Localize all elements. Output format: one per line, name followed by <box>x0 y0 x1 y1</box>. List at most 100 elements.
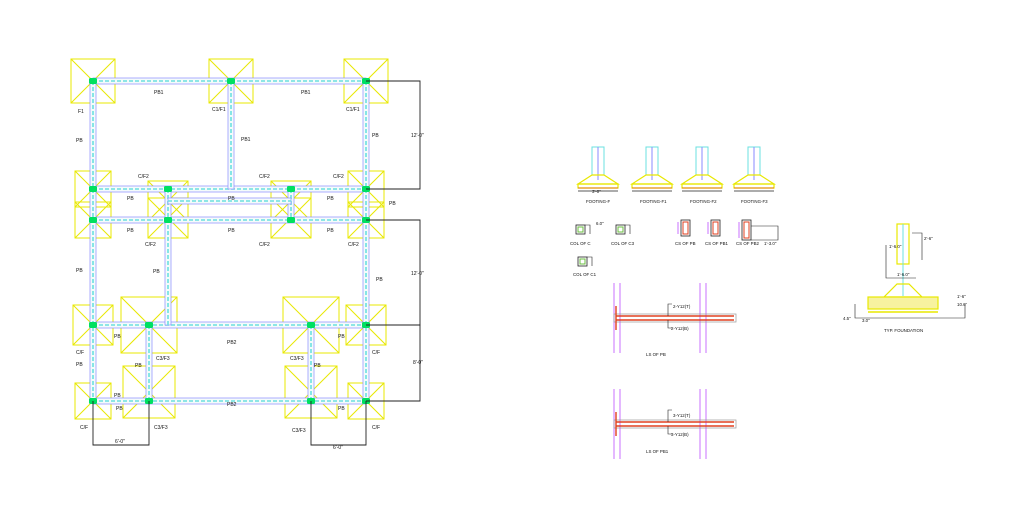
column-marker <box>89 78 97 84</box>
dimension-label: 12'-0" <box>411 271 424 277</box>
col-section-outer <box>575 224 586 235</box>
typical-foundation: TYP. FOUNDATION 2'-6" 1'-6.0" 1'-6.0" 1'… <box>843 223 968 333</box>
ls-pb1-drawing <box>613 389 737 459</box>
typ-dim: 10.6" <box>957 302 968 307</box>
beam-label: PB2 <box>227 340 237 346</box>
beam-label: PB <box>338 406 345 412</box>
column-label: F1 <box>78 109 84 115</box>
footing-f1-title: FOOTING-F1 <box>640 199 667 204</box>
ls-leader <box>667 409 672 422</box>
col-c3-title: COL OF C3 <box>611 241 635 246</box>
ls-pb-title: LS OF PB <box>646 352 666 357</box>
column-marker <box>89 217 97 223</box>
typ-dim: 3.0" <box>862 318 870 323</box>
column-label: C/F <box>76 350 84 356</box>
beam-label: PB <box>116 406 123 412</box>
beam-label: PB <box>135 363 142 369</box>
ls-of-pb1: LS OF PB1 3-Y12(T) 3-Y12(B) <box>613 389 737 459</box>
cs-pb-title: CS OF PB <box>675 241 696 246</box>
typ-foundation-drawing <box>854 223 966 319</box>
column-marker <box>89 186 97 192</box>
typ-dim-line <box>885 245 916 279</box>
plan-dimensions <box>92 80 421 446</box>
ls-pb1-bottom-rebar: 3-Y12(B) <box>671 432 689 437</box>
beam-section-stirrup <box>743 221 750 239</box>
col-section-dim <box>625 224 631 234</box>
beam-label: PB <box>228 196 235 202</box>
footing-f3-title: FOOTING-F3 <box>741 199 768 204</box>
beam-label: PB1 <box>301 90 311 96</box>
dimension-label: 6'-0" <box>333 445 343 451</box>
dimension-label: 12'-0" <box>411 133 424 139</box>
column-marker <box>164 217 172 223</box>
column-label: C3/F3 <box>290 356 304 362</box>
beam-section-stirrup <box>682 221 689 235</box>
section-dim: 6.0" <box>596 221 604 226</box>
column-label: C/F2 <box>145 242 156 248</box>
beam-section-dim <box>751 225 779 241</box>
column-marker <box>164 186 172 192</box>
beam-label: PB <box>314 363 321 369</box>
beam-label: PB <box>327 228 334 234</box>
beam-label: PB2 <box>227 402 237 408</box>
beam-label: PB <box>114 393 121 399</box>
column-marker <box>307 322 315 328</box>
typ-dim-line <box>912 232 923 260</box>
beam-section-outer <box>710 219 721 237</box>
section-shapes <box>575 219 779 267</box>
beam-section-outer <box>741 219 752 241</box>
footing-elevations <box>575 146 777 192</box>
section-dim: 1'-3.0" <box>764 241 777 246</box>
column-label: C/F2 <box>259 242 270 248</box>
column-label: C/F2 <box>138 174 149 180</box>
ls-pb1-top-rebar: 3-Y12(T) <box>673 413 691 418</box>
column-label: C/F2 <box>348 242 359 248</box>
column-label: C1/F1 <box>212 107 226 113</box>
ls-leader <box>667 320 672 329</box>
beam-label: PB <box>228 228 235 234</box>
col-section-outer <box>577 256 588 267</box>
beam-label: PB1 <box>241 137 251 143</box>
column-label: C/F <box>372 425 380 431</box>
col-section-tie <box>577 226 584 233</box>
beam-label: PB <box>153 269 160 275</box>
col-section-outer <box>615 224 626 235</box>
footing-details: FOOTING-F FOOTING-F1 FOOTING-F2 FOOTING-… <box>575 146 777 204</box>
ls-leader <box>667 303 672 316</box>
typ-foundation-title: TYP. FOUNDATION <box>884 328 923 333</box>
beam-label: PB <box>338 334 345 340</box>
beam-label: PB <box>76 362 83 368</box>
dimension-label: 8'-0" <box>413 360 423 366</box>
dimension-label: 6'-0" <box>115 439 125 445</box>
cs-pb2-title: CS OF PB2 <box>736 241 759 246</box>
typ-base <box>867 296 939 310</box>
beam-label: PB <box>114 334 121 340</box>
typ-dim: 1'-6.0" <box>897 272 910 277</box>
column-label: C/F <box>80 425 88 431</box>
column-marker <box>287 186 295 192</box>
col-section-dim <box>587 256 593 266</box>
col-c-title: COL OF C <box>570 241 591 246</box>
column-label: C1/F1 <box>346 107 360 113</box>
beam-label: PB <box>376 277 383 283</box>
column-label: C3/F3 <box>154 425 168 431</box>
column-label: C/F2 <box>259 174 270 180</box>
beam-label: PB <box>127 196 134 202</box>
column-marker <box>287 217 295 223</box>
ls-leader <box>667 426 672 435</box>
ls-of-pb: LS OF PB 2-Y12(T) 2-Y12(B) <box>613 283 737 357</box>
typ-dim-line <box>854 304 966 319</box>
column-label: C/F <box>372 350 380 356</box>
beam-label: PB <box>76 268 83 274</box>
column-marker <box>89 322 97 328</box>
typ-dim: 2'-6" <box>924 236 933 241</box>
cross-sections: COL OF C COL OF C3 COL OF C1 CS OF PB CS… <box>570 219 779 277</box>
ls-beam-outline <box>613 419 737 429</box>
beam-outline <box>92 216 367 224</box>
ls-beam-outline <box>613 313 737 323</box>
beam-label: PB <box>327 196 334 202</box>
beam-outline <box>92 321 367 329</box>
column-label: C3/F3 <box>156 356 170 362</box>
ls-pb1-title: LS OF PB1 <box>646 449 669 454</box>
